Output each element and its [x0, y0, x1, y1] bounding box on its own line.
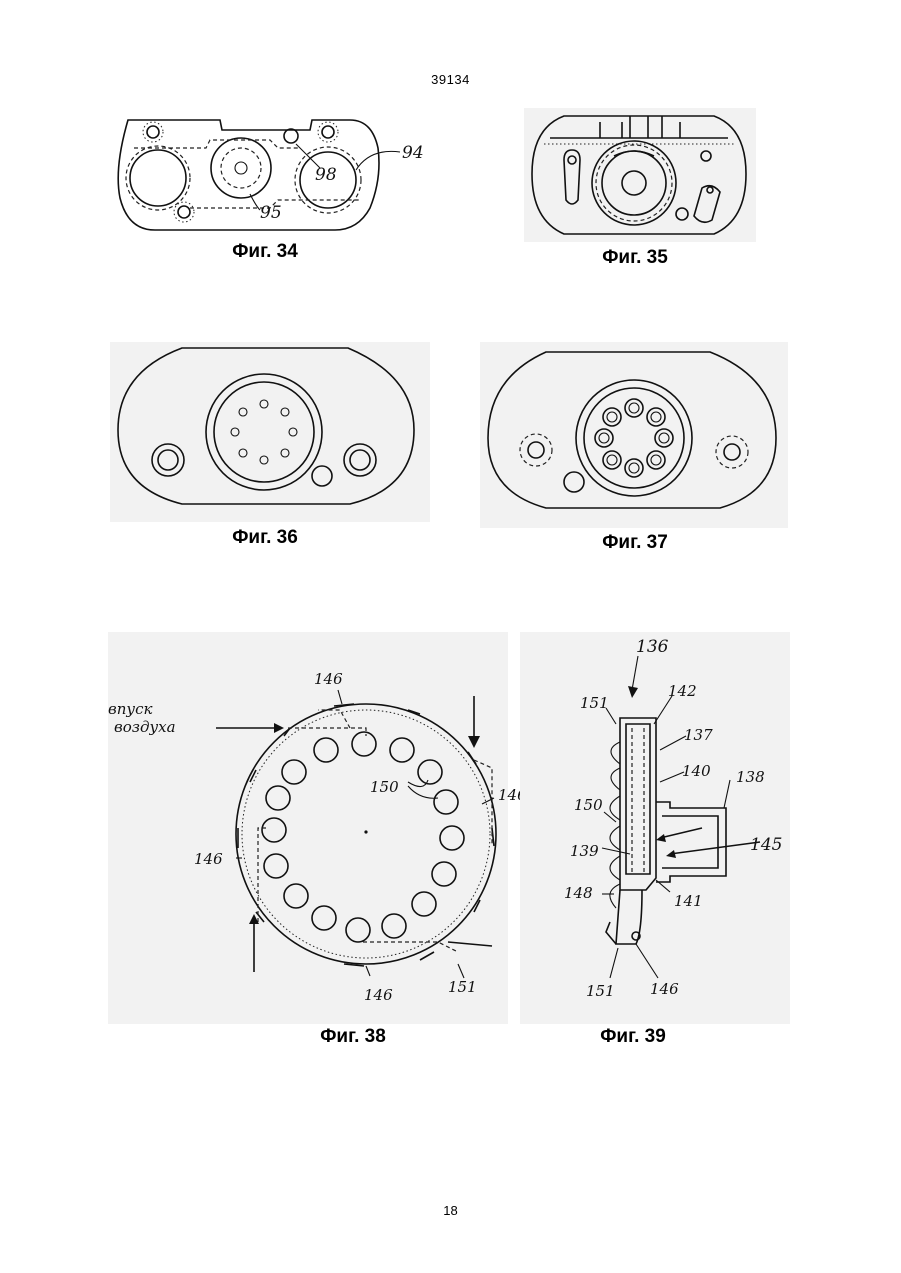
label-146: 146 [650, 980, 679, 998]
label-148: 148 [564, 884, 593, 902]
label-146-bottom: 146 [364, 986, 393, 1004]
label-150: 150 [574, 796, 603, 814]
label-151: 151 [448, 978, 477, 996]
figure-37-caption: Фиг. 37 [555, 532, 715, 554]
figure-36-drawing [110, 342, 430, 522]
figure-34-drawing: 94 98 95 [110, 108, 430, 238]
label-146-top: 146 [314, 670, 343, 688]
document-number: 39134 [0, 72, 901, 87]
label-138: 138 [736, 768, 765, 786]
label-136: 136 [636, 637, 669, 657]
label-142: 142 [668, 682, 697, 700]
label-146-left: 146 [194, 850, 223, 868]
label-98: 98 [315, 165, 337, 185]
label-141: 141 [674, 892, 703, 910]
figure-35-drawing [524, 108, 756, 242]
figure-35-caption: Фиг. 35 [555, 247, 715, 269]
label-140: 140 [682, 762, 711, 780]
page-number: 18 [0, 1203, 901, 1218]
label-151-top: 151 [580, 694, 609, 712]
label-139: 139 [570, 842, 599, 860]
figure-34-caption: Фиг. 34 [185, 241, 345, 263]
figure-36-caption: Фиг. 36 [185, 527, 345, 549]
label-95: 95 [260, 203, 282, 223]
figure-38-caption: Фиг. 38 [273, 1026, 433, 1048]
label-151-bottom: 151 [586, 982, 615, 1000]
annotation-air-inlet-line2: воздуха [114, 718, 176, 736]
label-94: 94 [402, 143, 424, 163]
label-137: 137 [684, 726, 713, 744]
annotation-air-inlet-line1: впуск [108, 700, 152, 718]
label-150: 150 [370, 778, 399, 796]
label-145: 145 [750, 835, 782, 855]
figure-37-drawing [480, 342, 788, 528]
figure-38-drawing: впуск воздуха 146 146 146 146 150 151 [108, 632, 508, 1024]
figure-39-caption: Фиг. 39 [553, 1026, 713, 1048]
figure-39-drawing: 136 151 142 137 140 138 150 145 139 148 … [520, 632, 790, 1024]
